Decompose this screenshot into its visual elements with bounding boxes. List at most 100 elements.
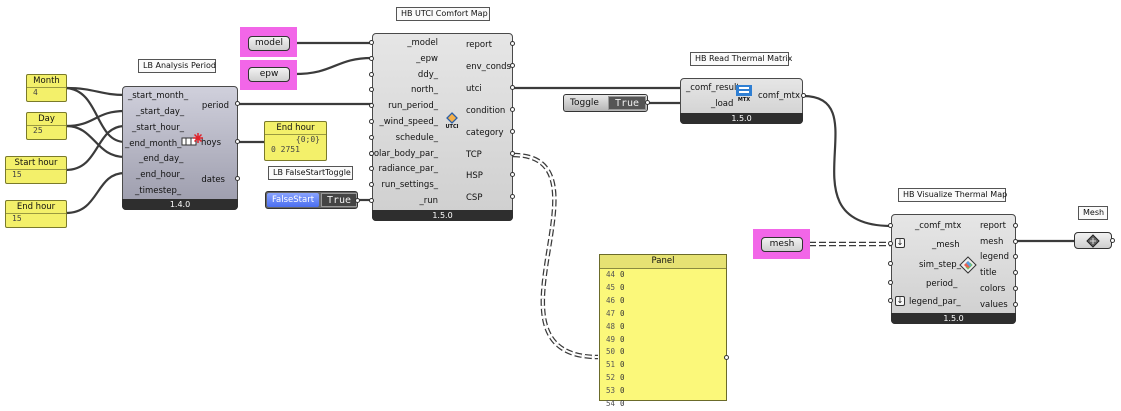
grip-in-legend[interactable] (888, 298, 893, 303)
grip-false-start-out[interactable] (355, 198, 360, 203)
grip-vis-values[interactable] (1013, 302, 1018, 307)
mesh-output-param[interactable] (1074, 232, 1112, 249)
input-ddy[interactable]: ddy_ (417, 70, 438, 80)
lb-analysis-period-node[interactable]: _start_month_ _start_day_ _start_hour_ _… (122, 86, 238, 210)
grip-csp[interactable] (510, 194, 515, 199)
grip-in-solar[interactable] (369, 151, 374, 156)
toggle-node[interactable]: Toggle True (563, 94, 648, 112)
grip-in-north[interactable] (369, 87, 374, 92)
grip-vis-title[interactable] (1013, 270, 1018, 275)
slider-month[interactable]: Month 4 (26, 74, 67, 102)
input-run-settings[interactable]: run_settings_ (381, 180, 438, 190)
output-values[interactable]: values (980, 300, 1008, 310)
input-north[interactable]: north_ (410, 85, 438, 95)
grip-hoys[interactable] (235, 139, 240, 144)
grip-tcp[interactable] (510, 151, 515, 156)
output-report-vis[interactable]: report (980, 221, 1006, 231)
output-condition[interactable]: condition (466, 106, 506, 116)
grip-panel-out[interactable] (724, 355, 729, 360)
grip-in-mesh[interactable] (888, 241, 893, 246)
input-radiance-par[interactable]: radiance_par_ (378, 164, 438, 174)
grip-hsp[interactable] (510, 172, 515, 177)
input-load[interactable]: _load (711, 99, 734, 109)
grip-vis-mesh[interactable] (1013, 239, 1018, 244)
slider-day[interactable]: Day 25 (26, 112, 67, 140)
grip-env-conds[interactable] (510, 63, 515, 68)
output-report[interactable]: report (466, 40, 492, 50)
output-title[interactable]: title (980, 268, 997, 278)
output-utci[interactable]: utci (466, 84, 482, 94)
analysis-period-icon (181, 133, 203, 146)
grip-toggle-out[interactable] (645, 100, 650, 105)
output-csp[interactable]: CSP (466, 193, 483, 203)
grip-vis-legend[interactable] (1013, 254, 1018, 259)
grip-period[interactable] (235, 101, 240, 106)
input-epw[interactable]: _epw (416, 54, 438, 64)
grip-vis-colors[interactable] (1013, 286, 1018, 291)
grip-comf-mtx[interactable] (801, 93, 806, 98)
grip-condition[interactable] (510, 107, 515, 112)
input-schedule[interactable]: schedule_ (395, 133, 438, 143)
grip-in-run-period[interactable] (369, 103, 374, 108)
input-wind-speed[interactable]: _wind_speed_ (379, 117, 438, 127)
hb-utci-node[interactable]: _model _epw ddy_ north_ run_period_ _win… (369, 33, 513, 221)
grip-dates[interactable] (235, 176, 240, 181)
mesh-param[interactable]: mesh (761, 237, 803, 252)
slider-start-hour[interactable]: Start hour 15 (5, 156, 67, 184)
input-start-month[interactable]: _start_month_ (128, 91, 189, 101)
input-legend-par[interactable]: legend_par_ (909, 297, 961, 307)
input-mesh[interactable]: _mesh (932, 240, 960, 250)
input-end-day[interactable]: _end_day_ (139, 154, 184, 164)
grip-report[interactable] (510, 41, 515, 46)
output-category[interactable]: category (466, 128, 504, 138)
input-start-hour[interactable]: _start_hour_ (132, 123, 185, 133)
hb-visualize-node[interactable]: _comf_mtx ↓ _mesh sim_step_ period_ ↓ le… (891, 214, 1016, 324)
slider-end-hour[interactable]: End hour 15 (5, 200, 67, 228)
grip-in-comf-mtx[interactable] (888, 223, 893, 228)
grip-in-wind[interactable] (369, 119, 374, 124)
grip-in-run[interactable] (369, 198, 374, 203)
grip-in-sim-step[interactable] (888, 261, 893, 266)
grip-in-epw[interactable] (369, 56, 374, 61)
output-dates[interactable]: dates (201, 175, 225, 185)
grip-utci[interactable] (510, 85, 515, 90)
input-end-hour[interactable]: _end_hour_ (136, 170, 185, 180)
input-run[interactable]: _run (419, 196, 438, 206)
output-hoys[interactable]: hoys (200, 138, 221, 148)
input-comf-mtx[interactable]: _comf_mtx (915, 221, 962, 231)
grip-vis-report[interactable] (1013, 223, 1018, 228)
grip-in-radiance[interactable] (369, 166, 374, 171)
toggle-state[interactable]: True (608, 96, 646, 110)
output-colors[interactable]: colors (980, 284, 1006, 294)
input-period[interactable]: period_ (926, 279, 958, 289)
epw-param[interactable]: epw (248, 67, 290, 82)
output-hsp[interactable]: HSP (466, 171, 483, 181)
input-comf-result[interactable]: _comf_result (686, 83, 740, 93)
output-legend[interactable]: legend (980, 252, 1009, 262)
input-model[interactable]: _model (407, 38, 438, 48)
input-end-month[interactable]: _end_month_ (125, 139, 182, 149)
input-solar-body-par[interactable]: solar_body_par_ (369, 149, 438, 159)
input-run-period[interactable]: run_period_ (388, 101, 438, 111)
output-mesh[interactable]: mesh (980, 237, 1004, 247)
output-comf-mtx[interactable]: comf_mtx (758, 91, 801, 101)
grip-in-ddy[interactable] (369, 72, 374, 77)
grip-category[interactable] (510, 129, 515, 134)
false-start-toggle[interactable]: FalseStart True (265, 191, 358, 209)
end-hour-panel[interactable]: End hour {0;0} 0 2751 (264, 121, 327, 161)
output-tcp[interactable]: TCP (466, 150, 482, 160)
false-start-button[interactable]: FalseStart (267, 193, 319, 207)
grip-in-model[interactable] (369, 40, 374, 45)
input-sim-step[interactable]: sim_step_ (919, 260, 961, 270)
grip-in-schedule[interactable] (369, 135, 374, 140)
output-period[interactable]: period (201, 101, 229, 111)
input-start-day[interactable]: _start_day_ (136, 107, 185, 117)
hb-read-matrix-node[interactable]: _comf_result _load comf_mtx MTX 1.5.0 (680, 78, 803, 124)
input-timestep[interactable]: _timestep_ (135, 186, 182, 196)
grip-in-settings[interactable] (369, 182, 374, 187)
output-env-conds[interactable]: env_conds (466, 62, 511, 72)
grip-in-period[interactable] (888, 280, 893, 285)
grip-mesh-out[interactable] (1110, 238, 1115, 243)
model-param[interactable]: model (248, 36, 290, 51)
